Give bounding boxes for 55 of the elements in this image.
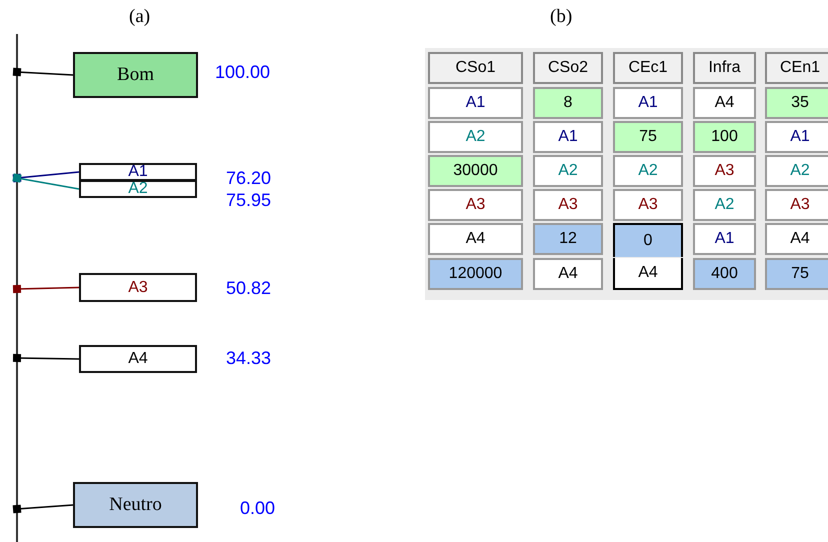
panel-caption: (b) [550, 6, 572, 28]
score-value: 34.33 [226, 348, 272, 369]
table-cell: 100 [693, 121, 756, 153]
alternative-box: Bom [73, 52, 198, 98]
table-cell: 120000 [428, 258, 523, 290]
table-cell: A3 [533, 189, 603, 221]
table-cell: A1 [765, 121, 828, 153]
table-cell: A1 [693, 223, 756, 255]
table-cell: 0 [613, 223, 683, 257]
connector-line [12, 171, 80, 182]
alternative-box: A2 [79, 180, 197, 198]
table-cell: A2 [613, 155, 683, 187]
table-cell: A1 [533, 121, 603, 153]
table-cell: A1 [613, 87, 683, 119]
score-value: 76.20 [226, 168, 272, 189]
table-cell: 75 [613, 121, 683, 153]
alternative-box: A4 [79, 345, 197, 373]
table-cell: A2 [765, 155, 828, 187]
table-cell: 30000 [428, 155, 523, 187]
table-cell: A4 [428, 223, 523, 255]
table-cell: A3 [693, 155, 756, 187]
connector-line [12, 504, 74, 514]
column-header: CEn1 [765, 52, 828, 84]
alternative-box: A3 [79, 273, 197, 302]
table-cell: 8 [533, 87, 603, 119]
connector-line [12, 68, 74, 76]
column-header: CSo2 [533, 52, 603, 84]
table-cell: A4 [765, 223, 828, 255]
table-cell: 35 [765, 87, 828, 119]
score-value: 100.00 [215, 62, 270, 83]
table-cell: A4 [533, 258, 603, 290]
score-value: 50.82 [226, 278, 272, 299]
table-cell: 75 [765, 258, 828, 290]
column-header: CSo1 [428, 52, 523, 84]
column-header: Infra [693, 52, 756, 84]
table-cell: A3 [613, 189, 683, 221]
connector-line [12, 173, 80, 190]
table-cell: A3 [765, 189, 828, 221]
score-value: 0.00 [240, 498, 276, 519]
table-cell: A1 [428, 87, 523, 119]
connector-line [12, 354, 80, 362]
table-cell: A4 [613, 258, 683, 290]
connector-line [12, 284, 80, 294]
panel-caption: (a) [129, 6, 150, 28]
table-cell: A2 [428, 121, 523, 153]
alternative-box: Neutro [73, 482, 198, 528]
score-value: 75.95 [226, 190, 272, 211]
column-header: CEc1 [613, 52, 683, 84]
table-cell: A3 [428, 189, 523, 221]
table-cell: A2 [693, 189, 756, 221]
table-cell: A2 [533, 155, 603, 187]
alternative-box: A1 [79, 163, 197, 181]
table-cell: 400 [693, 258, 756, 290]
table-cell: A4 [693, 87, 756, 119]
table-cell: 12 [533, 223, 603, 255]
